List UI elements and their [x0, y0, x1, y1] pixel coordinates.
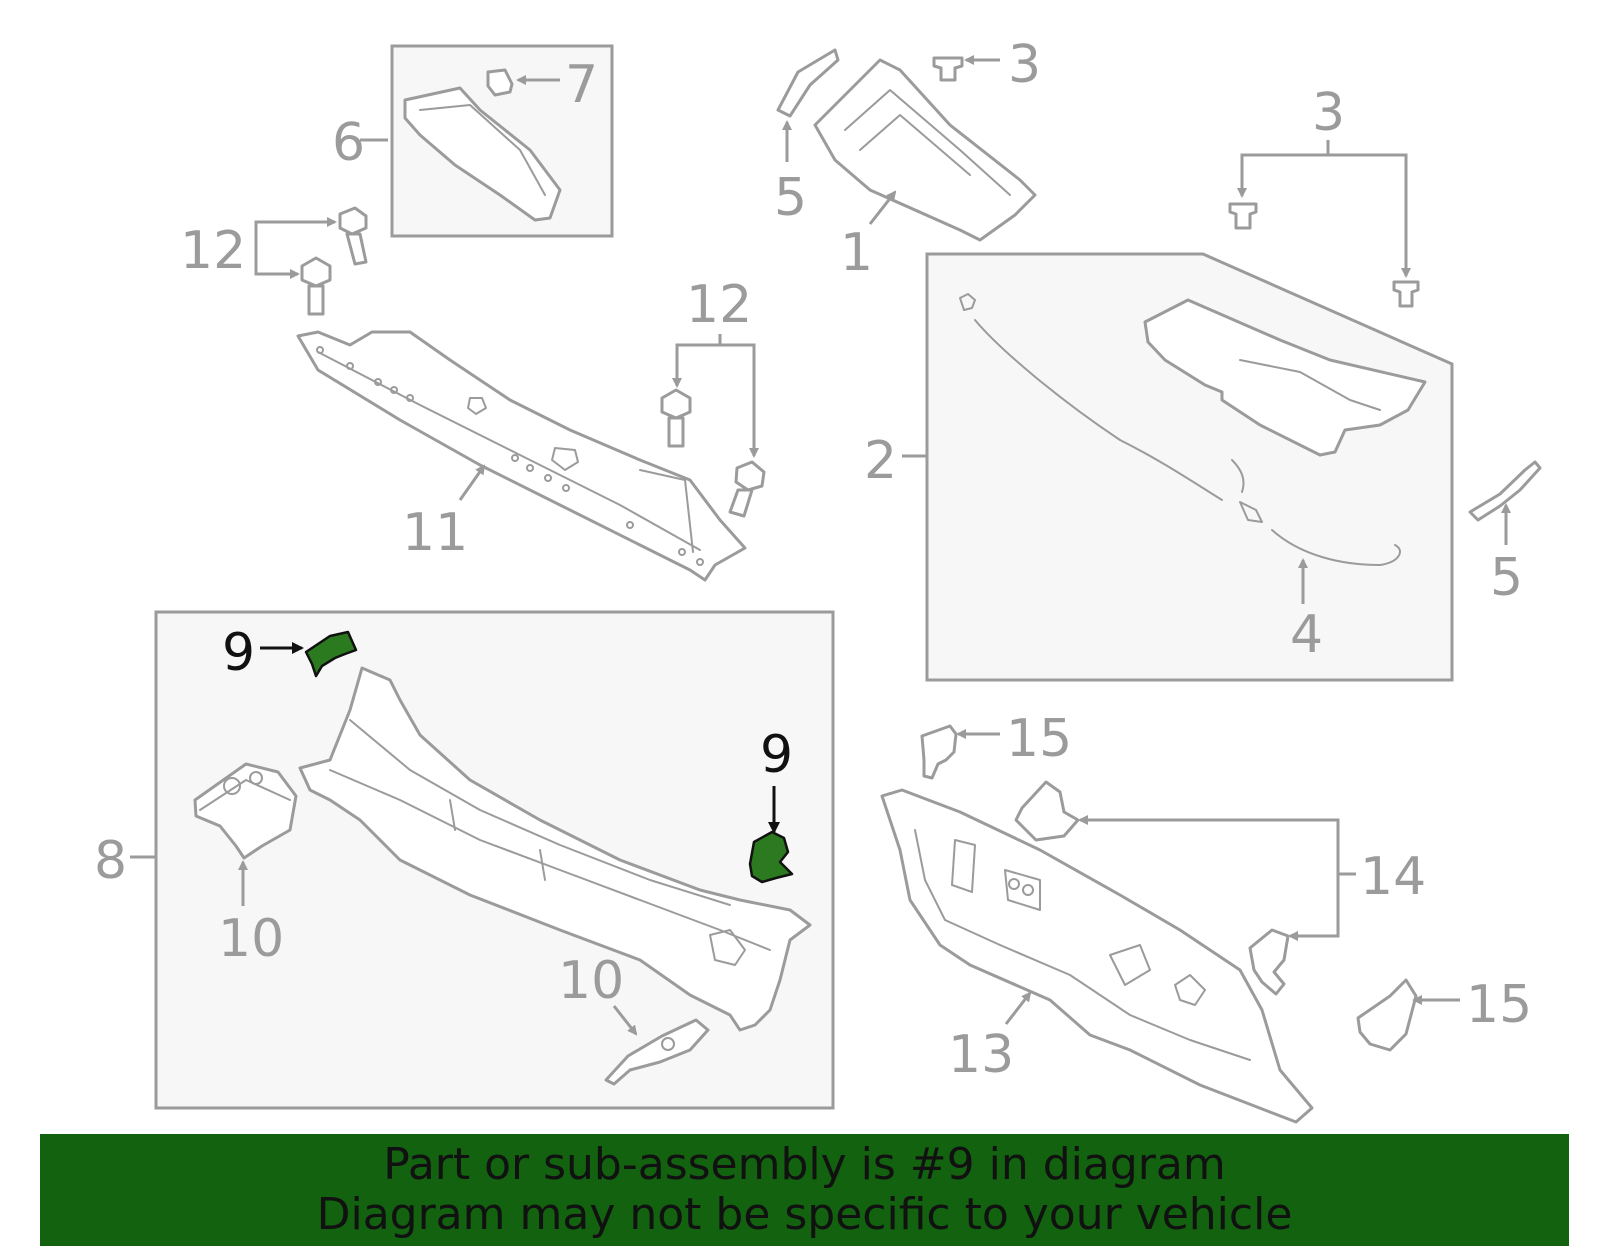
leader-3b-left [1237, 140, 1330, 198]
leader-14-lower [1288, 874, 1340, 941]
callout-15b: 15 [1466, 975, 1532, 1035]
callout-5a: 5 [774, 168, 807, 228]
callout-10b: 10 [558, 951, 624, 1011]
part-2-cowl-panel-insert [1143, 298, 1427, 457]
callout-12a: 12 [180, 221, 246, 281]
callout-8: 8 [94, 831, 127, 891]
part-12-bolt-upper [338, 206, 368, 266]
part-5-seal-upper [776, 48, 840, 118]
leader-10b [612, 1005, 638, 1036]
notice-line-2: Diagram may not be specific to your vehi… [316, 1189, 1293, 1240]
callout-12b: 12 [686, 275, 752, 335]
leader-12a-upper [254, 217, 337, 248]
callout-1: 1 [840, 223, 873, 283]
part-15-bracket-lower [1356, 978, 1418, 1052]
part-12-bolt-lower [300, 256, 332, 316]
part-15-bracket-upper [920, 724, 958, 780]
callout-7: 7 [565, 55, 598, 115]
callout-5b: 5 [1490, 548, 1523, 608]
callout-9b: 9 [760, 725, 793, 785]
part-10-bracket-right [604, 1018, 710, 1086]
leader-11 [458, 464, 486, 501]
leader-12b-right [720, 343, 759, 458]
part-9-bracket-upper-highlighted [304, 630, 358, 678]
notice-line-1: Part or sub-assembly is #9 in diagram [383, 1139, 1226, 1190]
part-12-bolt-center-right [728, 460, 766, 518]
leader-13 [1004, 991, 1032, 1025]
part-3-clip-right [1392, 280, 1420, 308]
callout-15a: 15 [1006, 709, 1072, 769]
callout-10a: 10 [218, 909, 284, 969]
callout-3a: 3 [1008, 35, 1041, 95]
callout-13: 13 [948, 1025, 1014, 1085]
callout-3b: 3 [1312, 83, 1345, 143]
part-3-clip-top [932, 56, 964, 82]
part-5-seal-right [1468, 460, 1542, 522]
notice-banner: Part or sub-assembly is #9 in diagram Di… [40, 1134, 1569, 1246]
part-10-bracket-left [193, 762, 298, 860]
callout-2: 2 [864, 431, 897, 491]
callout-14: 14 [1360, 847, 1426, 907]
part-12-bolt-center-left [660, 388, 692, 448]
leader-3b-right [1328, 153, 1411, 278]
leader-14-upper [1078, 815, 1340, 874]
leader-12a-lower [254, 248, 300, 279]
part-6-cowl-side-bracket [403, 86, 562, 222]
callout-6: 6 [332, 113, 365, 173]
part-13-dash-panel [880, 788, 1314, 1124]
leader-12b-left [672, 334, 722, 388]
callout-11: 11 [402, 503, 468, 563]
leader-1 [868, 190, 897, 225]
part-11-cowl-cross-member [296, 330, 747, 582]
part-1-cowl-top-panel [813, 58, 1037, 242]
part-9-bracket-lower-highlighted [748, 830, 794, 884]
callout-9a: 9 [222, 623, 255, 683]
part-14-bracket-lower [1248, 928, 1290, 996]
part-8-dash-upper-panel [298, 666, 812, 1032]
part-3-clip-left [1228, 202, 1258, 230]
part-14-bracket-upper [1014, 780, 1080, 842]
callout-4: 4 [1290, 605, 1323, 665]
part-7-clip [486, 68, 514, 97]
part-4-washer-hose [959, 293, 1401, 566]
